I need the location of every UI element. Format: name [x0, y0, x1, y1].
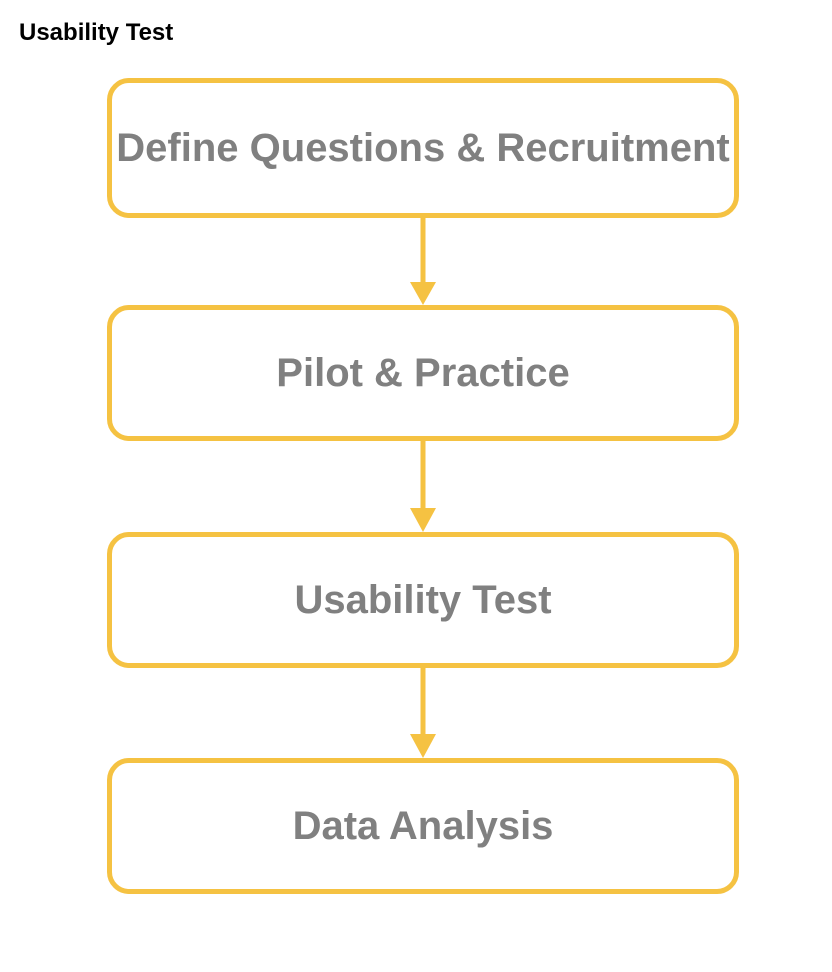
- arrow-2: [410, 441, 436, 532]
- step-pilot-practice: Pilot & Practice: [107, 305, 739, 441]
- step-data-analysis: Data Analysis: [107, 758, 739, 894]
- diagram-title: Usability Test: [19, 19, 174, 46]
- step-define-questions-label: Define Questions & Recruitment: [116, 126, 730, 170]
- step-usability-test-label: Usability Test: [294, 578, 552, 622]
- step-define-questions: Define Questions & Recruitment: [107, 78, 739, 218]
- arrow-2-head: [410, 508, 436, 532]
- arrow-1: [410, 218, 436, 305]
- step-pilot-practice-label: Pilot & Practice: [276, 351, 570, 395]
- arrow-3-head: [410, 734, 436, 758]
- arrow-1-head: [410, 282, 436, 305]
- step-data-analysis-label: Data Analysis: [292, 804, 554, 848]
- arrow-3: [410, 668, 436, 758]
- step-usability-test: Usability Test: [107, 532, 739, 668]
